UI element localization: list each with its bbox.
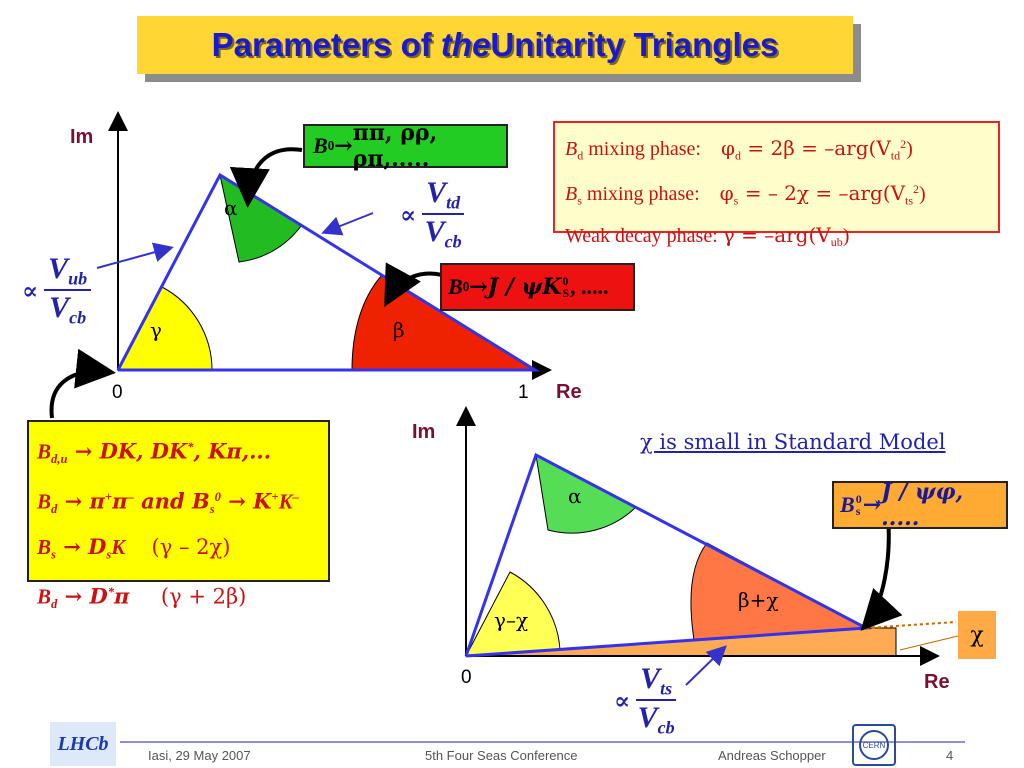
t1-alpha-label: α [224, 196, 238, 220]
t1-im-label: Im [70, 126, 94, 148]
triangle-2 [456, 406, 959, 686]
curved-arrow-alpha [229, 147, 303, 208]
t2-im-label: Im [412, 421, 436, 443]
vtd-vcb-ratio: ∝ Vtd Vcb [400, 176, 465, 253]
gamma-mode-row-1: Bd,u → DK, DK*, Kπ,... [37, 438, 272, 466]
phase-line-decay: Weak decay phase: γ = –arg(Vub) [565, 222, 850, 249]
gamma-modes-box: Bd,u → DK, DK*, Kπ,... Bd → π+π– and Bs0… [27, 420, 330, 611]
gamma-mode-row-4: Bd → D*π (γ + 2β) [37, 583, 247, 612]
footer-author: Andreas Schopper [718, 748, 826, 763]
phase-line-bd: Bd mixing phase: φd = 2β = –arg(Vtd2) [565, 136, 913, 163]
t2-re-label: Re [924, 671, 950, 693]
pointer-chi-box [899, 635, 959, 651]
footer-conference: 5th Four Seas Conference [425, 748, 578, 763]
vts-vcb-ratio: ∝ Vts Vcb [614, 662, 677, 738]
t2-alpha-label: α [568, 484, 582, 508]
gamma-mode-row-2: Bd → π+π– and Bs0 → K+K– [37, 488, 299, 516]
cern-logo-text: CERN [859, 730, 889, 760]
t1-origin-label: 0 [112, 382, 123, 403]
pointer-left-side [96, 242, 174, 269]
alpha-wedge-2 [535, 454, 637, 534]
gamma-chi-wedge-2 [465, 571, 561, 657]
vub-vcb-ratio: ∝ Vub Vcb [22, 252, 92, 329]
t2-gamma-chi-label: γ–χ [494, 608, 529, 632]
curved-arrow-beta [384, 262, 443, 308]
triangle-1-sides [116, 172, 541, 372]
phase-definitions-box: Bd mixing phase: φd = 2β = –arg(Vtd2) Bs… [553, 121, 1000, 249]
page-number: 4 [946, 748, 954, 763]
lhcb-logo: LHCb [50, 722, 116, 766]
footer-date: Iasi, 29 May 2007 [148, 748, 251, 763]
slide-title: Parameters of the Unitarity Triangles [137, 16, 853, 74]
chi-note: χ is small in Standard Model [640, 430, 946, 454]
t1-beta-label: β [393, 318, 405, 342]
phase-line-bs: Bs mixing phase: φs = – 2χ = –arg(Vts2) [565, 181, 926, 208]
triangle-1 [49, 111, 552, 419]
pointer-right-side [321, 212, 374, 236]
chi-dotted-line [865, 621, 957, 629]
beta-chi-wedge-2 [690, 542, 868, 641]
t1-gamma-label: γ [150, 318, 162, 342]
cern-logo: CERN [852, 724, 896, 766]
curved-arrow-gamma [49, 348, 116, 419]
t2-beta-chi-label: β+χ [738, 588, 779, 612]
chi-box: χ [958, 611, 996, 659]
t1-re-label: Re [556, 381, 582, 403]
t2-origin-label: 0 [461, 667, 472, 688]
gamma-wedge-1 [117, 286, 213, 371]
triangle-2-sides [464, 452, 872, 658]
gamma-mode-row-3: Bs → DsK (γ – 2χ) [37, 533, 231, 562]
t1-one-label: 1 [518, 382, 529, 403]
pointer-bottom-side [685, 645, 727, 686]
